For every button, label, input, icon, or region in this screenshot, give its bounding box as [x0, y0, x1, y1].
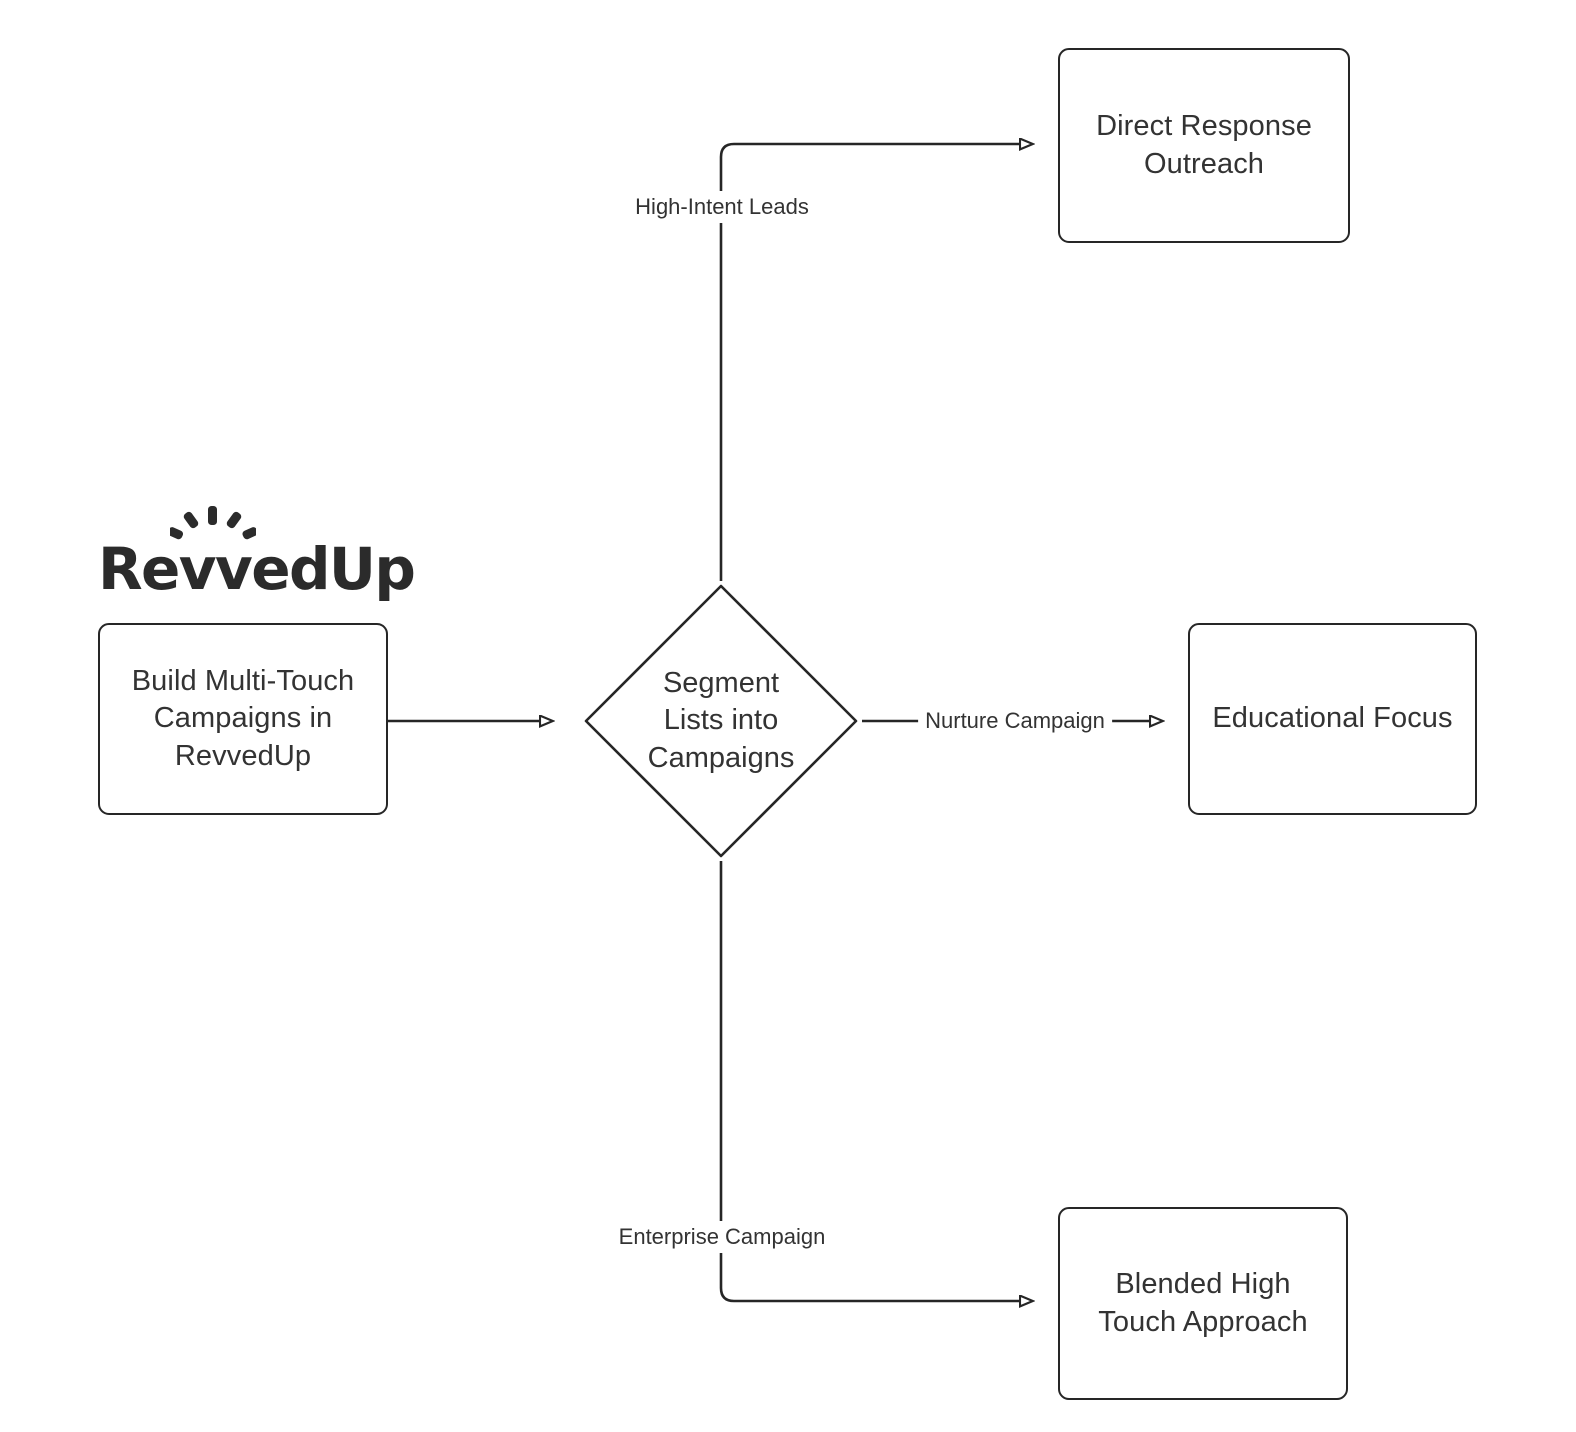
edge-label-high-intent-leads: High-Intent Leads: [628, 191, 816, 223]
edge-label-nurture-campaign: Nurture Campaign: [918, 705, 1112, 737]
node-build-multi-touch-campaigns[interactable]: Build Multi-Touch Campaigns in RevvedUp: [98, 623, 388, 815]
logo-spark-icon: [170, 506, 256, 540]
logo-wordmark: RevvedUp: [98, 535, 416, 603]
diamond-shape: [584, 584, 858, 858]
node-label: Segment Lists into Campaigns: [647, 667, 795, 774]
revvedup-logo: RevvedUp: [98, 506, 416, 598]
node-blended-high-touch-approach[interactable]: Blended High Touch Approach: [1058, 1207, 1348, 1400]
node-direct-response-outreach[interactable]: Direct Response Outreach: [1058, 48, 1350, 243]
edge-label-enterprise-campaign: Enterprise Campaign: [611, 1221, 833, 1253]
node-label: Educational Focus: [1212, 702, 1453, 735]
node-segment-lists-decision[interactable]: Segment Lists into Campaigns: [580, 580, 862, 862]
node-educational-focus[interactable]: Educational Focus: [1188, 623, 1477, 815]
node-label: Build Multi-Touch Campaigns in RevvedUp: [131, 665, 355, 772]
node-label: Direct Response Outreach: [1096, 110, 1312, 180]
node-label: Blended High Touch Approach: [1098, 1268, 1308, 1338]
